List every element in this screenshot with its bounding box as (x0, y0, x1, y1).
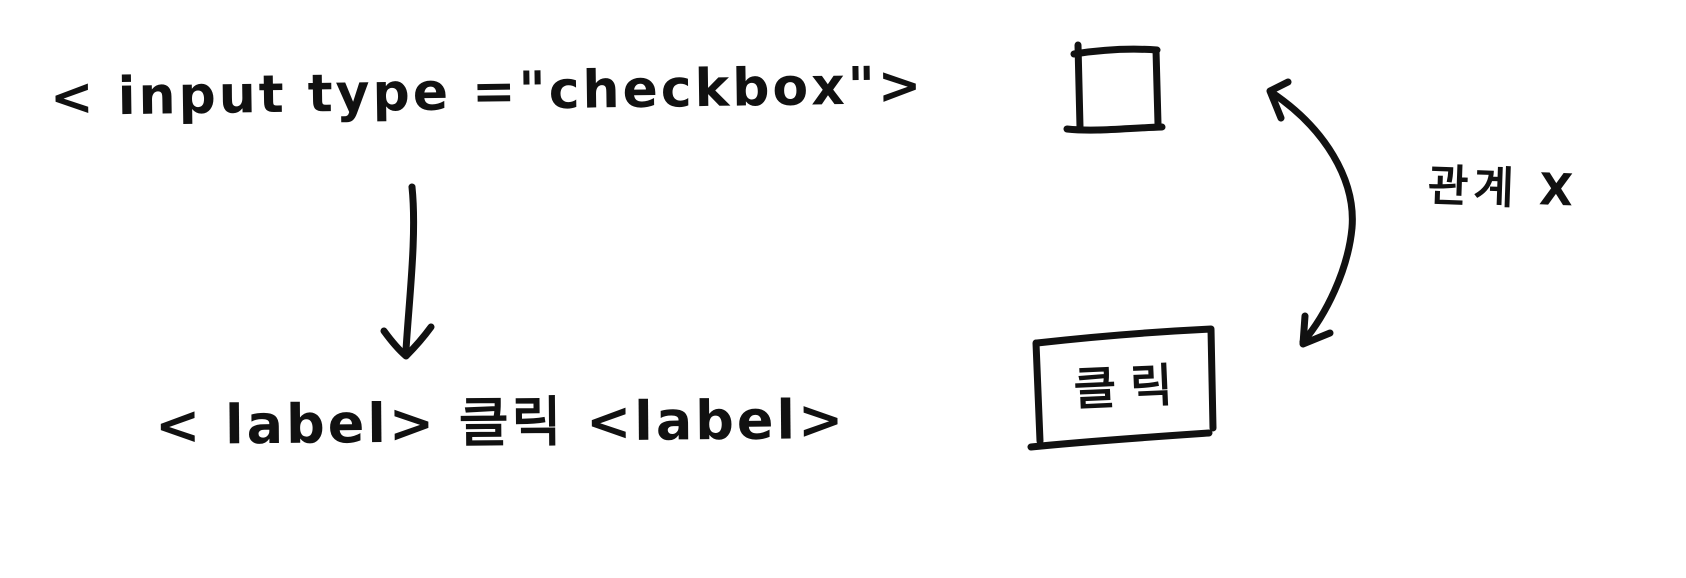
click-box-label: 클릭 (1072, 357, 1188, 417)
click-box-outline (1027, 325, 1217, 451)
down-arrow-icon (380, 183, 435, 360)
checkbox-square-icon (1063, 41, 1166, 134)
label-tag-text: < label> 클릭 <label> (154, 387, 847, 458)
curved-double-arrow-icon (1266, 78, 1356, 348)
input-tag-text: < input type ="checkbox"> (49, 55, 925, 129)
relationship-note: 관계 X (1426, 160, 1579, 217)
